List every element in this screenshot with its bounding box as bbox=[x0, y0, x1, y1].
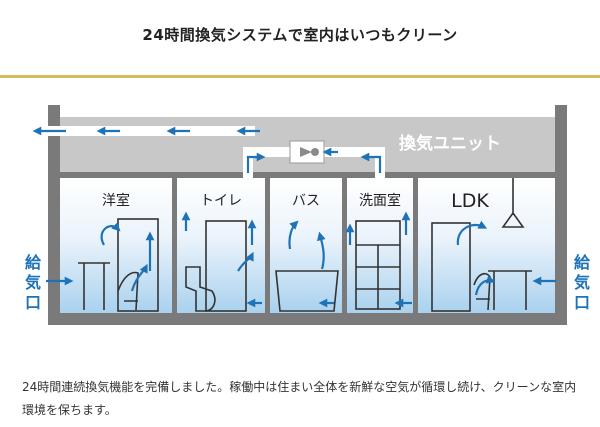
ceiling-slab bbox=[60, 172, 555, 178]
pendant-lamp bbox=[501, 178, 525, 228]
intake-left-char: 給 bbox=[25, 253, 42, 272]
room-ldk bbox=[418, 178, 555, 313]
page-title: 24時間換気システムで室内はいつもクリーン bbox=[142, 26, 458, 44]
fan-unit bbox=[289, 140, 325, 164]
partition bbox=[342, 178, 347, 313]
room-air-arrow bbox=[130, 263, 148, 292]
room-label: 洋室 bbox=[102, 192, 130, 209]
room-label: 洗面室 bbox=[359, 192, 401, 209]
airflow-arrows bbox=[32, 126, 556, 308]
caption: 24時間連続換気機能を完備しました。稼働中は住まい全体を新鮮な空気が循環し続け、… bbox=[22, 380, 577, 417]
intake-right: 給 気 口 bbox=[574, 253, 591, 312]
toilet bbox=[185, 266, 216, 312]
exhaust-arrow bbox=[246, 152, 266, 173]
partition bbox=[413, 178, 418, 313]
room-label: バス bbox=[292, 193, 320, 209]
bathtub bbox=[275, 270, 339, 312]
left-wall bbox=[48, 105, 60, 325]
divider bbox=[0, 75, 600, 78]
exhaust-arrow bbox=[360, 152, 382, 173]
intake-right-char: 口 bbox=[574, 293, 590, 312]
room-air-arrow bbox=[474, 275, 496, 296]
room-air-arrow bbox=[237, 251, 254, 272]
room-label: LDK bbox=[451, 190, 489, 212]
room-bath bbox=[270, 178, 342, 313]
room-air-arrow bbox=[288, 220, 299, 250]
room-air-arrow bbox=[317, 231, 326, 270]
room-western bbox=[60, 178, 172, 313]
ldk-door bbox=[431, 222, 471, 312]
intake-right-char: 気 bbox=[574, 273, 590, 292]
right-wall bbox=[555, 105, 567, 325]
room-toilet bbox=[177, 178, 265, 313]
room-air-arrow bbox=[456, 220, 488, 246]
intake-right-char: 給 bbox=[574, 253, 591, 272]
partition bbox=[172, 178, 177, 313]
room-air-arrow bbox=[100, 222, 121, 246]
ventilation-diagram-svg: 換気ユニット 洋室 トイレ バス 洗面室 LDK bbox=[25, 105, 591, 325]
intake-left: 給 気 口 bbox=[25, 253, 42, 312]
vanity-doors bbox=[356, 244, 400, 309]
closet bbox=[117, 218, 159, 312]
unit-label: 換気ユニット bbox=[399, 133, 501, 154]
ventilation-diagram: 換気ユニット 洋室 トイレ バス 洗面室 LDK bbox=[0, 95, 600, 335]
desk bbox=[78, 262, 110, 310]
toilet-door bbox=[205, 220, 247, 312]
partition bbox=[265, 178, 270, 313]
room-label: トイレ bbox=[200, 193, 242, 209]
intake-left-char: 口 bbox=[25, 293, 41, 312]
intake-left-char: 気 bbox=[25, 273, 41, 292]
chair bbox=[117, 271, 139, 311]
floor bbox=[48, 313, 567, 325]
